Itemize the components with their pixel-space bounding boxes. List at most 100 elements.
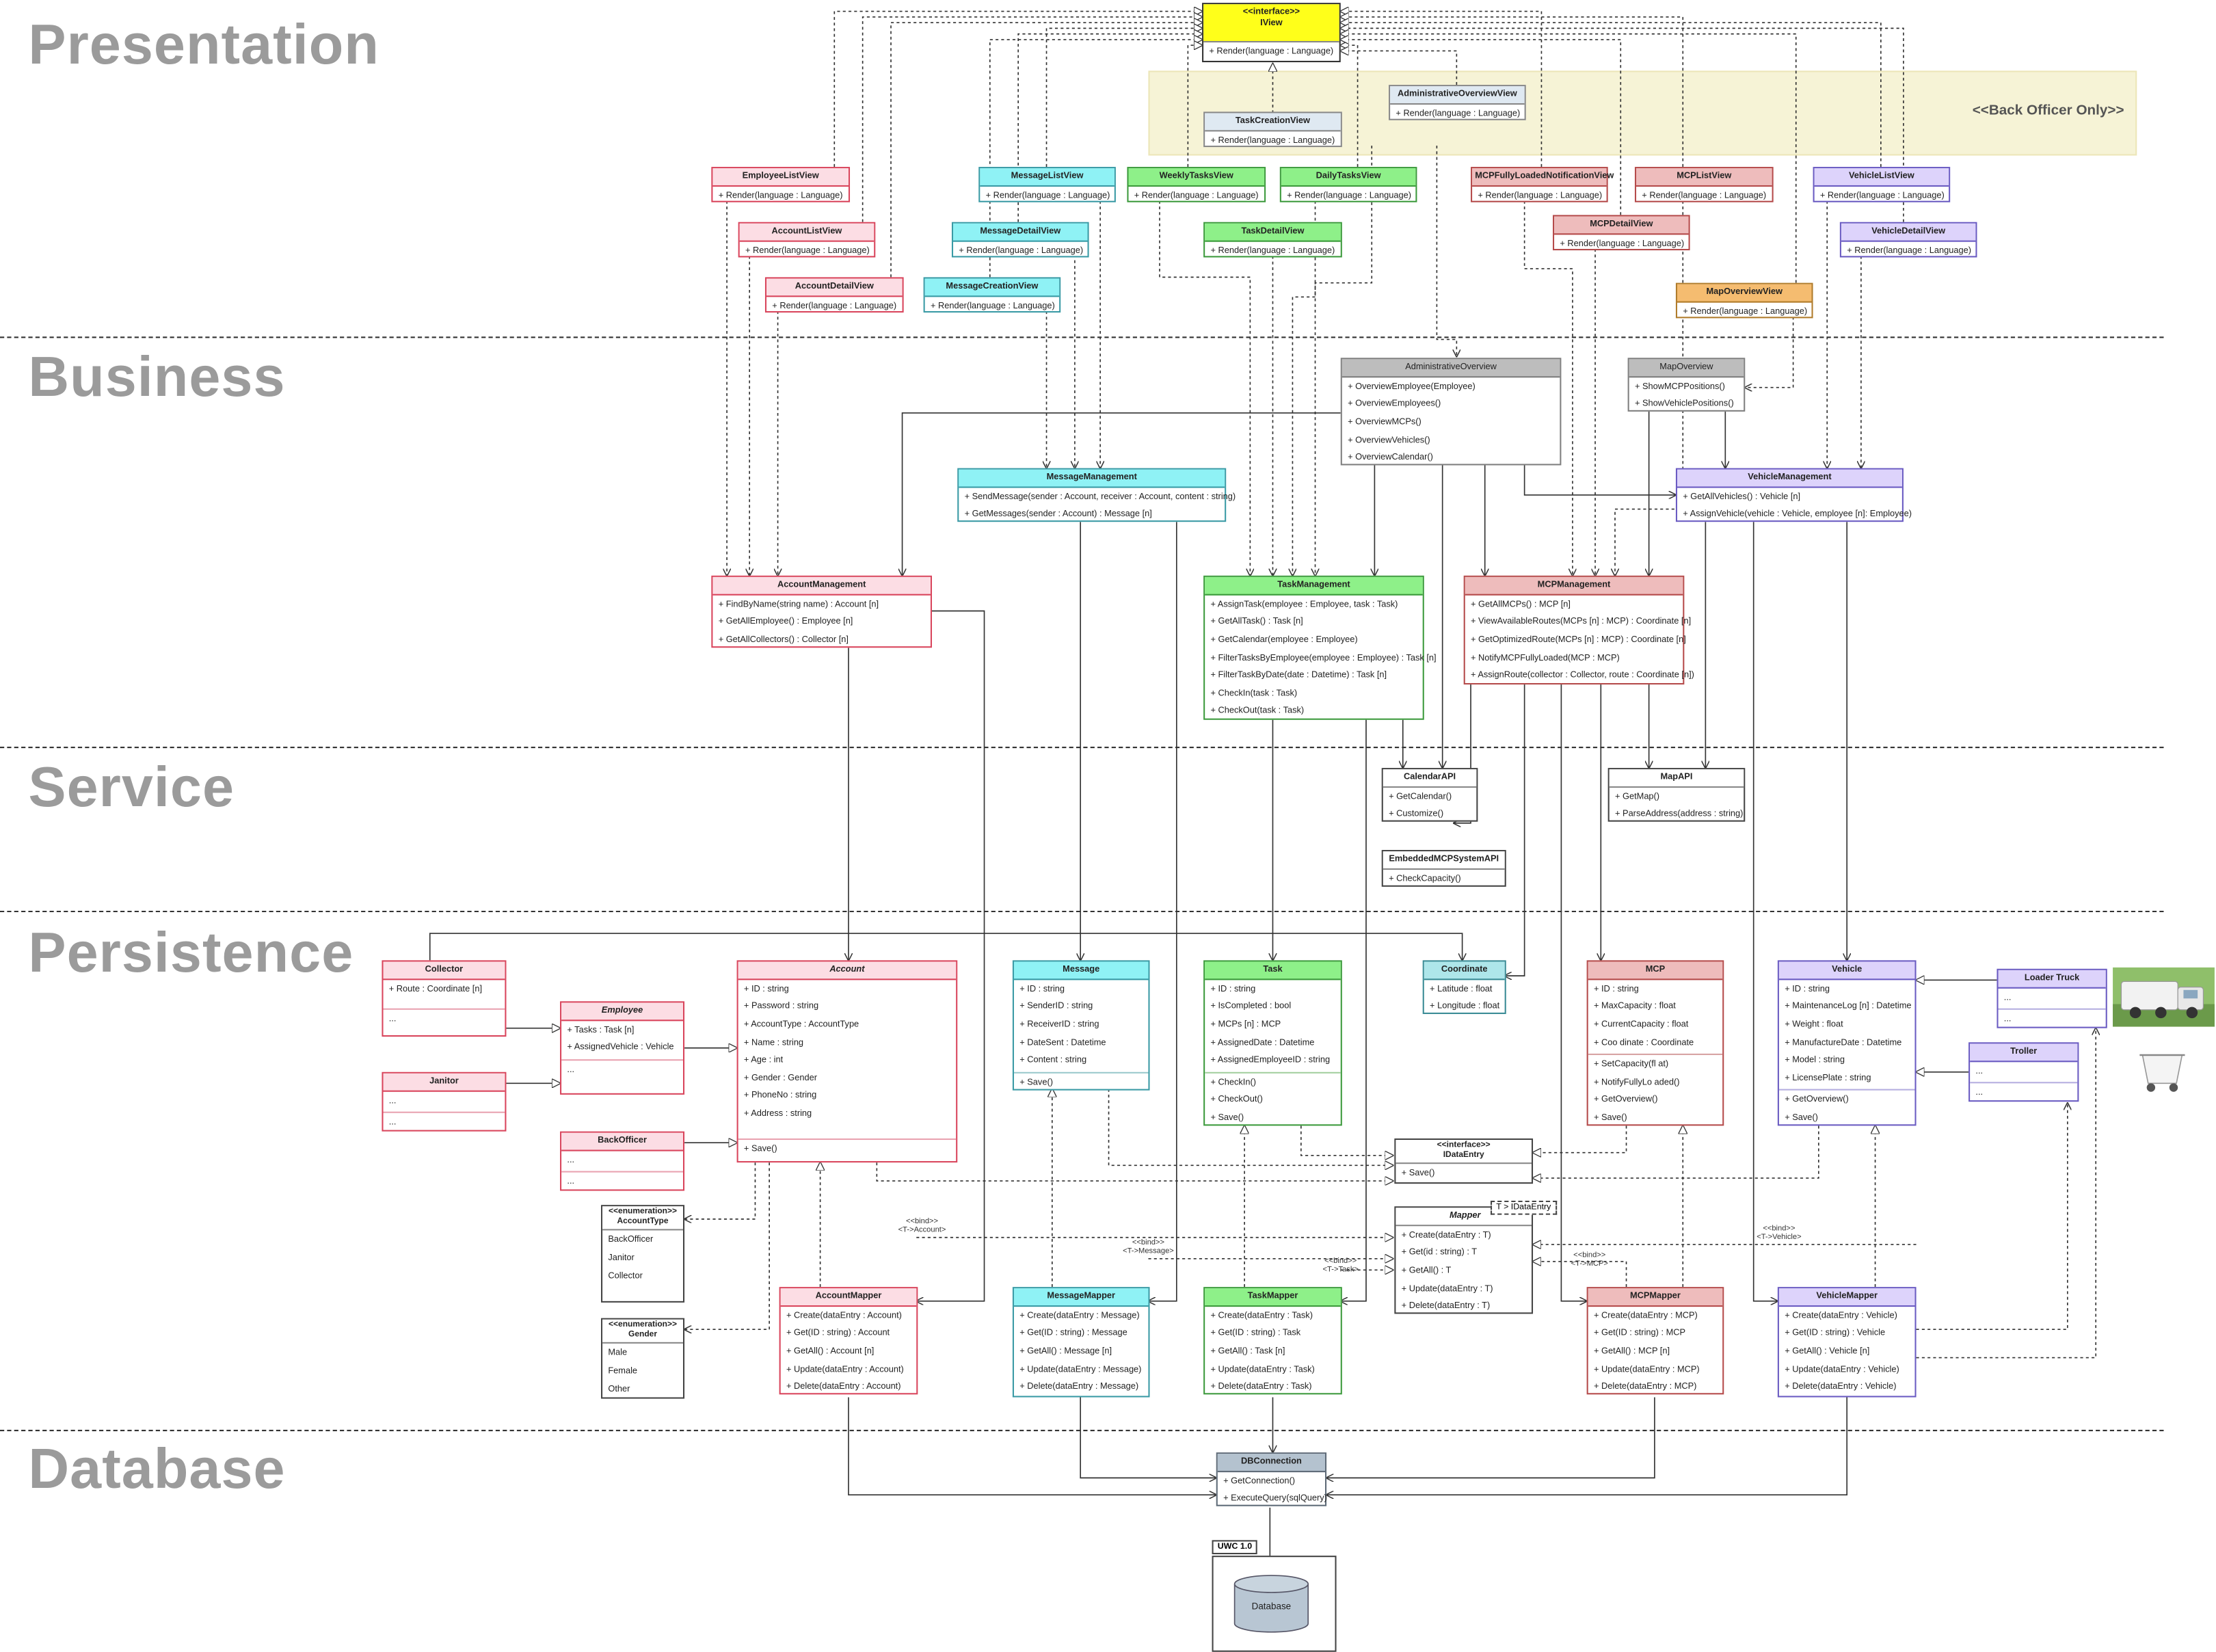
administrative-overview-view-class: AdministrativeOverviewView + Render(lang… (1389, 85, 1526, 120)
bind-note-task: <<bind>> <T->Task> (1322, 1257, 1359, 1275)
class-op: + Render(language : Language) (772, 301, 897, 311)
class-attr: + Tasks : Task [n] (567, 1025, 635, 1035)
class-op: + GetCalendar(employee : Employee) (1210, 635, 1358, 645)
map-overview-view-name: MapOverviewView (1677, 284, 1812, 303)
class-op: + Render(language : Language) (745, 245, 870, 256)
coordinate-name: Coordinate (1424, 961, 1505, 980)
class-op: + ShowMCPPositions() (1634, 381, 1725, 392)
mcp-class: MCP + ID : string + MaxCapacity : float … (1586, 960, 1724, 1126)
class-op: + SendMessage(sender : Account, receiver… (964, 492, 1236, 502)
class-attr: + ReceiverID : string (1019, 1020, 1099, 1030)
class-op: + AssignVehicle(vehicle : Vehicle, emplo… (1683, 509, 1912, 520)
weekly-tasks-view-class: WeeklyTasksView + Render(language : Lang… (1127, 167, 1266, 202)
class-op: + Render(language : Language) (959, 245, 1084, 256)
class-op: + AssignTask(employee : Employee, task :… (1210, 599, 1398, 609)
class-op: + Update(dataEntry : Message) (1019, 1363, 1142, 1374)
class-op: + Render(language : Language) (1210, 245, 1335, 256)
class-op: + GetAll() : MCP [n] (1593, 1346, 1670, 1357)
janitor-name: Janitor (383, 1073, 505, 1092)
class-op: + GetAll() : Account [n] (786, 1346, 875, 1357)
class-attr: + Coo dinate : Coordinate (1593, 1037, 1694, 1048)
trolley-icon (2139, 1054, 2185, 1092)
class-op: + Save() (1401, 1169, 1435, 1179)
class-op: + Delete(dataEntry : Message) (1019, 1381, 1139, 1392)
class-op: + GetAll() : T (1401, 1265, 1452, 1276)
gender-name: Gender (628, 1331, 658, 1340)
class-op: + Render(language : Language) (1210, 135, 1335, 146)
account-detail-view-name: AccountDetailView (766, 278, 903, 297)
map-api-name: MapAPI (1609, 769, 1744, 788)
class-attr: + CurrentCapacity : float (1593, 1020, 1689, 1030)
daily-tasks-view-class: DailyTasksView + Render(language : Langu… (1279, 167, 1417, 202)
class-attr: + Address : string (743, 1108, 812, 1119)
class-attr: + MCPs [n] : MCP (1210, 1020, 1281, 1030)
class-op: + SetCapacity(fl at) (1593, 1059, 1669, 1069)
class-op: + GetCalendar() (1389, 791, 1452, 802)
class-op: + Create(dataEntry : Vehicle) (1785, 1310, 1897, 1321)
employee-name: Employee (561, 1002, 683, 1021)
class-attr: + AccountType : AccountType (743, 1020, 859, 1030)
class-op: + ViewAvailableRoutes(MCPs [n] : MCP) : … (1471, 617, 1692, 627)
janitor-class: Janitor ... ... (382, 1071, 507, 1132)
class-op: + Update(dataEntry : MCP) (1593, 1363, 1700, 1374)
class-op: + OverviewEmployees() (1348, 399, 1441, 410)
calendar-api-class: CalendarAPI + GetCalendar() + Customize(… (1381, 768, 1478, 822)
class-attr: + MaxCapacity : float (1593, 1002, 1676, 1012)
loader-truck-name: Loader Truck (1998, 970, 2106, 989)
db-connection-name: DBConnection (1217, 1454, 1325, 1472)
weekly-tasks-view-name: WeeklyTasksView (1128, 168, 1265, 187)
class-op: + ParseAddress(address : string) (1614, 809, 1744, 820)
class-op: + Create(dataEntry : Message) (1019, 1310, 1140, 1321)
class-op: + CheckOut() (1210, 1095, 1263, 1105)
account-detail-view-class: AccountDetailView + Render(language : La… (764, 277, 904, 313)
class-attr: ... (1975, 1065, 1984, 1076)
enum-value: Other (608, 1384, 630, 1394)
class-op: + Render(language : Language) (1396, 108, 1521, 119)
bind-note-account: <<bind>> <T->Account> (898, 1217, 946, 1236)
task-name: Task (1205, 961, 1341, 980)
class-attr: + Longitude : float (1430, 1002, 1500, 1012)
class-attr: + MaintenanceLog [n] : Datetime (1785, 1002, 1912, 1012)
class-op: + Render(language : Language) (985, 190, 1110, 201)
class-op: + Render(language : Language) (1683, 306, 1808, 317)
class-attr: + IsCompleted : bool (1210, 1002, 1292, 1012)
class-op: + GetAllCollectors() : Collector [n] (718, 635, 849, 645)
class-op: + Create(dataEntry : Task) (1210, 1310, 1313, 1321)
class-op: + Delete(dataEntry : MCP) (1593, 1381, 1697, 1392)
iview-interface: <<interface>> IView + Render(language : … (1202, 3, 1341, 63)
mcp-mapper-name: MCPMapper (1588, 1288, 1723, 1307)
layer-separator (0, 336, 2164, 338)
class-op: + Create(dataEntry : T) (1401, 1229, 1491, 1240)
account-type-name: AccountType (617, 1218, 669, 1227)
class-op: + Render(language : Language) (1134, 190, 1259, 201)
class-op: + Get(ID : string) : MCP (1593, 1328, 1686, 1339)
calendar-api-name: CalendarAPI (1383, 769, 1477, 788)
class-op: + ShowVehiclePositions() (1634, 399, 1734, 410)
database-label: Database (1251, 1602, 1292, 1612)
message-list-view-class: MessageListView + Render(language : Lang… (978, 167, 1116, 202)
iview-op: + Render(language : Language) (1209, 46, 1334, 57)
class-attr: + Name : string (743, 1037, 804, 1048)
account-list-view-name: AccountListView (739, 223, 875, 242)
class-op: + Get(ID : string) : Message (1019, 1328, 1127, 1339)
class-op: + NotifyMCPFullyLoaded(MCP : MCP) (1471, 652, 1620, 663)
class-op: + GetAllTask() : Task [n] (1210, 617, 1303, 627)
mcp-fully-loaded-notification-view-class: MCPFullyLoadedNotificationView + Render(… (1471, 167, 1614, 202)
class-op: ... (388, 1013, 397, 1024)
class-op: + GetOverview() (1593, 1095, 1658, 1105)
vehicle-management-class: VehicleManagement + GetAllVehicles() : V… (1675, 468, 1912, 522)
class-op: + Delete(dataEntry : T) (1401, 1301, 1491, 1311)
class-op: + Render(language : Language) (1560, 239, 1685, 249)
account-list-view-class: AccountListView + Render(language : Lang… (738, 222, 876, 258)
collector-class: Collector + Route : Coordinate [n] ... (382, 960, 507, 1037)
task-creation-view-name: TaskCreationView (1205, 113, 1341, 131)
class-attr: + AssignedVehicle : Vehicle (567, 1043, 674, 1053)
enum-value: Female (608, 1366, 638, 1376)
embedded-mcp-system-api-class: EmbeddedMCPSystemAPI + CheckCapacity() (1381, 850, 1506, 887)
back-officer-zone-label: <<Back Officer Only>> (1972, 103, 2124, 119)
bind-note-message: <<bind>> <T->Message> (1123, 1238, 1174, 1257)
class-op: + Get(id : string) : T (1401, 1247, 1478, 1258)
class-op: + GetAll() : Task [n] (1210, 1346, 1285, 1357)
class-op: + ExecuteQuery(sqlQuery) (1223, 1493, 1327, 1504)
